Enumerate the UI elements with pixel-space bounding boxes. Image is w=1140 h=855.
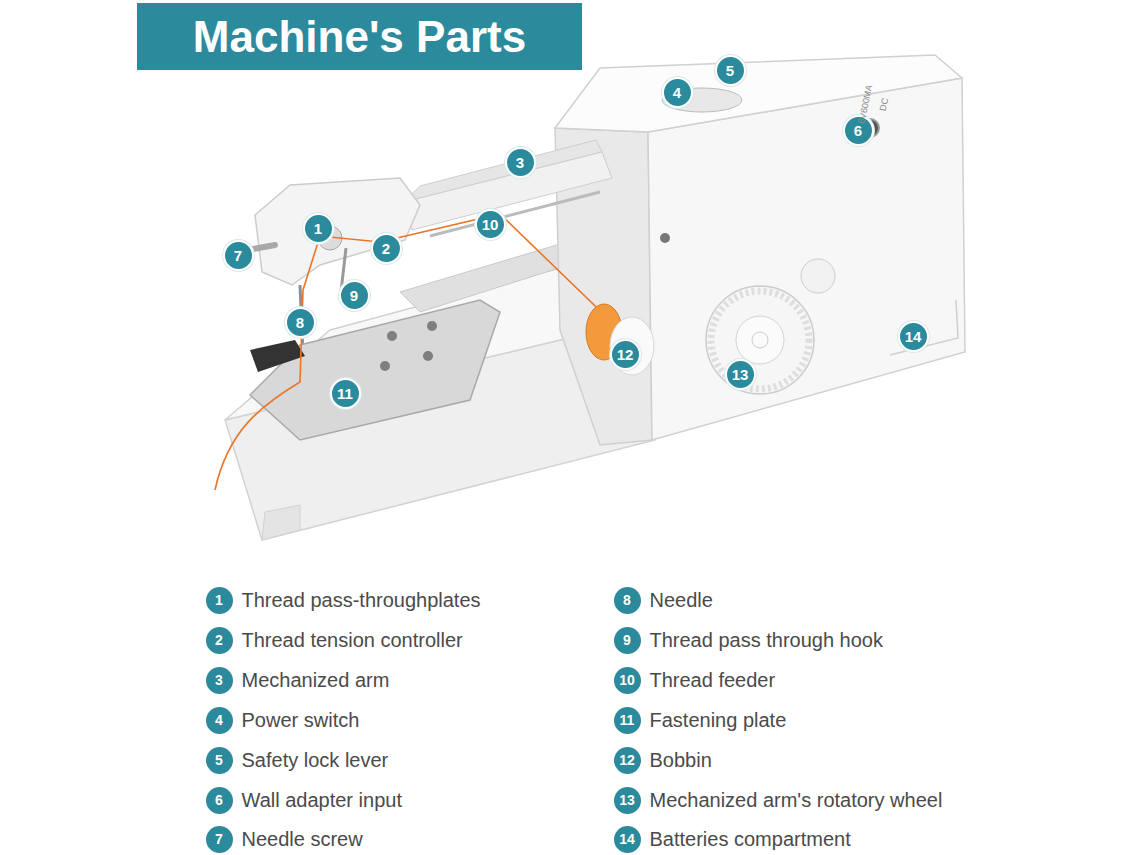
callout-number: 11 [330,378,361,409]
part-list-item: 9 Thread pass through hook [614,627,884,654]
list-number: 4 [206,707,233,734]
fastening-plate [250,300,500,440]
body-top-face [555,55,962,132]
part-list-item: 13 Mechanized arm's rotatory wheel [614,787,943,814]
callout-text: 11 [337,386,353,401]
callout-number: 5 [715,55,746,86]
callout-text: 10 [482,217,499,232]
title-banner: Machine's Parts [137,3,582,70]
callout-number: 1 [303,213,334,244]
callout-number: 13 [725,359,756,390]
part-name: Wall adapter input [242,789,402,812]
list-number: 1 [206,587,233,614]
part-name: Mechanized arm [242,669,390,692]
callout-text: 6 [854,123,862,138]
list-number: 3 [206,667,233,694]
wheel-hub [736,316,784,364]
callout-text: 5 [726,63,734,78]
callout-text: 8 [296,315,304,330]
callout-text: 3 [516,155,524,170]
part-name: Thread pass-throughplates [242,589,481,612]
body-button [801,259,835,293]
list-number: 14 [614,826,641,853]
callout-number: 3 [505,147,536,178]
thread-line [215,214,620,490]
callout-text: 7 [234,248,242,263]
callout-number: 14 [898,321,929,352]
body-screw [660,233,670,243]
part-list-item: 11 Fastening plate [614,707,787,734]
presser-tab [250,340,305,372]
plate-screw [380,361,390,371]
part-list-item: 14 Batteries compartment [614,826,851,853]
wheel-ridges [711,291,809,389]
body-front-face [648,78,965,440]
callout-number: 9 [339,280,370,311]
part-name: Batteries compartment [650,828,851,851]
part-name: Bobbin [650,749,712,772]
callout-number: 10 [475,209,506,240]
callout-text: 2 [382,241,390,256]
part-list-item: 6 Wall adapter input [206,787,402,814]
callout-number: 8 [285,307,316,338]
callout-text: 12 [617,347,634,362]
callout-text: 14 [905,329,922,344]
part-name: Fastening plate [650,709,787,732]
part-list-item: 5 Safety lock lever [206,747,389,774]
list-number: 6 [206,787,233,814]
callout-text: 13 [732,367,749,382]
wheel-center [752,332,768,348]
part-list-item: 3 Mechanized arm [206,667,390,694]
callout-number: 4 [662,77,693,108]
list-number: 2 [206,627,233,654]
plate-screw [427,321,437,331]
printed-marking: DC [878,97,890,112]
base-slot [400,244,578,312]
part-name: Thread feeder [650,669,776,692]
part-name: Needle [650,589,713,612]
list-number: 7 [206,826,233,853]
list-number: 13 [614,787,641,814]
rotary-wheel [706,286,814,394]
part-list-item: 7 Needle screw [206,826,363,853]
callout-number: 2 [371,233,402,264]
part-name: Power switch [242,709,360,732]
callout-number: 7 [223,240,254,271]
part-list-item: 1 Thread pass-throughplates [206,587,481,614]
part-list-item: 2 Thread tension controller [206,627,463,654]
battery-cover-seam [890,300,958,355]
part-list-item: 8 Needle [614,587,713,614]
base-end-shade [262,505,300,540]
part-name: Mechanized arm's rotatory wheel [650,789,943,812]
part-list-item: 10 Thread feeder [614,667,776,694]
machine-head [255,178,420,285]
plate-screw [387,331,397,341]
list-number: 5 [206,747,233,774]
part-name: Safety lock lever [242,749,389,772]
part-name: Thread pass through hook [650,629,884,652]
list-number: 10 [614,667,641,694]
part-name: Thread tension controller [242,629,463,652]
list-number: 11 [614,707,641,734]
plate-screw [423,351,433,361]
callout-text: 1 [314,221,322,236]
part-name: Needle screw [242,828,363,851]
callout-number: 12 [610,339,641,370]
list-number: 9 [614,627,641,654]
bobbin-cap [610,317,654,375]
list-number: 12 [614,747,641,774]
callout-text: 9 [350,288,358,303]
list-number: 8 [614,587,641,614]
callout-text: 4 [673,85,681,100]
part-list-item: 12 Bobbin [614,747,712,774]
part-list-item: 4 Power switch [206,707,360,734]
